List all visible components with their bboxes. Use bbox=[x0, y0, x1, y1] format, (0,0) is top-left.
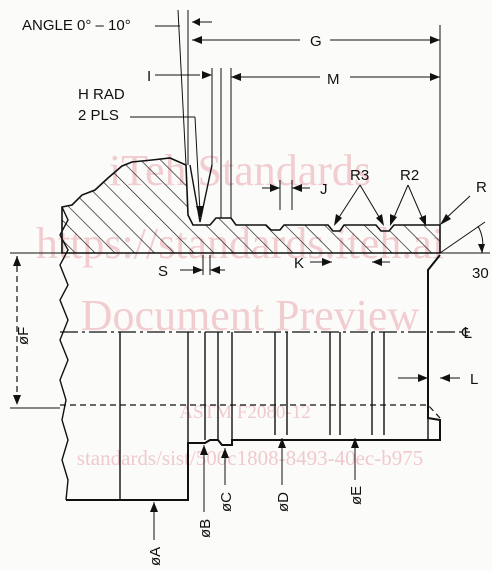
label-c: øC bbox=[218, 492, 235, 512]
label-centerline: ℄ bbox=[461, 325, 472, 342]
h-rad-count: 2 PLS bbox=[78, 107, 119, 124]
dimension-j bbox=[262, 180, 310, 210]
angle-label: ANGLE 0° – 10° bbox=[22, 17, 131, 34]
groove-lines bbox=[119, 332, 429, 500]
r3-leaders bbox=[334, 184, 384, 226]
r-leader bbox=[440, 195, 471, 225]
hatched-section bbox=[61, 157, 441, 254]
watermark-line3: Document Preview bbox=[81, 291, 420, 340]
label-m: M bbox=[327, 71, 340, 88]
label-s: S bbox=[158, 263, 168, 280]
dimension-f bbox=[10, 256, 60, 409]
break-line bbox=[59, 206, 69, 501]
diameter-leaders bbox=[150, 438, 359, 540]
angle-30 bbox=[439, 221, 486, 254]
body-outline bbox=[66, 254, 441, 501]
r2-leaders bbox=[390, 184, 426, 226]
watermark-line5: standards/sist/500c1808-8493-40ec-b975 bbox=[77, 446, 423, 470]
label-e: øE bbox=[348, 486, 365, 505]
watermark-line4: ASTM F2080-12 bbox=[179, 402, 310, 423]
angle-construction bbox=[155, 9, 212, 166]
label-j: J bbox=[320, 181, 328, 198]
dimension-i bbox=[155, 68, 232, 218]
label-l: L bbox=[470, 371, 478, 388]
label-r: R bbox=[476, 179, 487, 196]
label-30: 30 bbox=[472, 265, 489, 282]
label-i: I bbox=[147, 68, 151, 85]
label-b: øB bbox=[197, 519, 214, 538]
dimension-g bbox=[192, 25, 441, 225]
label-g: G bbox=[310, 33, 322, 50]
label-d: øD bbox=[275, 492, 292, 512]
h-rad-notch bbox=[189, 164, 213, 223]
dimension-m bbox=[231, 73, 440, 81]
dimension-s bbox=[180, 255, 225, 275]
dimension-l bbox=[398, 374, 460, 382]
label-r3: R3 bbox=[350, 167, 369, 184]
label-f: øF bbox=[15, 327, 32, 345]
label-a: øA bbox=[147, 547, 164, 566]
label-r2: R2 bbox=[400, 167, 419, 184]
h-rad-label: H RAD bbox=[78, 86, 125, 103]
h-rad-leader bbox=[130, 116, 204, 218]
dimension-k bbox=[310, 258, 390, 266]
hidden-bore-line bbox=[60, 404, 441, 419]
label-k: K bbox=[294, 255, 304, 272]
